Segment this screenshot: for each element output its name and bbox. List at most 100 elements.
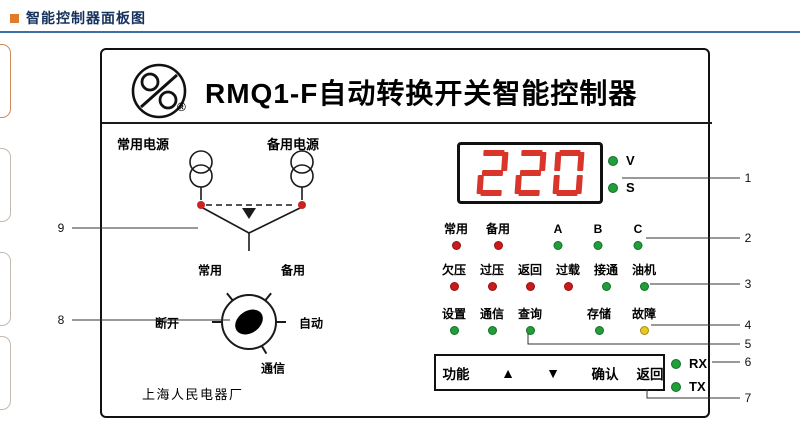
led-phase-b-label: B [593,222,603,236]
led-phase-a: A [553,222,563,250]
led-closed-dot [601,282,611,291]
led-fault: 故障 [632,307,656,335]
callout-8: 8 [57,313,65,327]
registered-mark: ® [177,100,186,114]
v-led-label: V [626,153,635,168]
led-normal-label: 常用 [443,222,469,236]
led-closed: 接通 [594,263,618,291]
callout-2: 2 [744,231,752,245]
v-led-dot [608,156,618,166]
callout-6: 6 [744,355,752,369]
led-overload-dot [563,282,573,291]
led-comm-dot [487,326,497,335]
seven-segment-display [457,142,603,204]
led-query-dot [525,326,535,335]
knob-label-normal: 常用 [197,263,223,278]
s-led-label: S [626,180,635,195]
left-edge-tab-1[interactable] [0,44,11,118]
tx-led-label: TX [689,379,706,394]
transformer-symbols [189,150,314,200]
confirm-button[interactable]: 确认 [591,366,619,382]
led-undervoltage-label: 欠压 [441,263,467,277]
rx-led-dot [671,359,681,369]
led-comm: 通信 [480,307,504,335]
factory-name: 上海人民电器厂 [142,387,244,402]
mode-knob[interactable] [212,292,286,355]
led-backup: 备用 [486,222,510,250]
contact-dot-right [298,201,306,209]
led-storage-dot [594,326,604,335]
led-undervoltage-dot [449,282,459,291]
knob-label-comm: 通信 [260,361,286,376]
contact-dot-left [197,201,205,209]
led-return-label: 返回 [517,263,543,277]
led-undervoltage: 欠压 [442,263,466,291]
led-overload-label: 过载 [555,263,581,277]
switch-arrow-icon [242,208,256,219]
left-edge-tab-2[interactable] [0,148,11,222]
led-comm-label: 通信 [479,307,505,321]
led-normal-dot [451,241,461,250]
document-header: 智能控制器面板图 [10,8,146,28]
led-storage: 存储 [587,307,611,335]
led-generator: 油机 [632,263,656,291]
return-button[interactable]: 返回 [636,366,664,382]
led-query: 查询 [518,307,542,335]
left-edge-tab-3[interactable] [0,252,11,326]
led-tx: TX [671,380,706,394]
led-query-label: 查询 [517,307,543,321]
led-setting: 设置 [442,307,466,335]
up-button[interactable]: ▲ [501,364,515,381]
led-setting-label: 设置 [441,307,467,321]
led-backup-dot [493,241,503,250]
led-phase-b-dot [593,241,603,250]
backup-source-label: 备用电源 [266,137,320,152]
callout-4: 4 [744,318,752,332]
led-backup-label: 备用 [485,222,511,236]
page-title: 智能控制器面板图 [26,10,146,26]
callout-1: 1 [744,171,752,185]
led-phase-a-dot [553,241,563,250]
display-digits [476,150,584,196]
led-fault-dot [639,326,649,335]
brand-logo: ® [130,62,192,124]
led-overvoltage: 过压 [480,263,504,291]
led-fault-label: 故障 [631,307,657,321]
led-overvoltage-label: 过压 [479,263,505,277]
knob-label-auto: 自动 [298,316,324,331]
led-phase-b: B [593,222,603,250]
tx-led-dot [671,382,681,392]
led-s: S [608,181,635,195]
knob-label-off: 断开 [154,316,180,331]
callout-7: 7 [744,391,752,405]
led-phase-c-label: C [633,222,643,236]
led-return: 返回 [518,263,542,291]
rx-led-label: RX [689,356,708,371]
led-phase-a-label: A [553,222,563,236]
led-setting-dot [449,326,459,335]
led-storage-label: 存储 [586,307,612,321]
led-generator-dot [639,282,649,291]
callout-9: 9 [57,221,65,235]
controller-panel: ® RMQ1-F自动转换开关智能控制器 常用电源 备用电源 常用 备用 断开 自… [100,48,712,418]
transfer-switch-symbol [202,204,301,251]
callout-3: 3 [744,277,752,291]
callout-5: 5 [744,337,752,351]
panel-title: RMQ1-F自动转换开关智能控制器 [205,78,638,109]
left-edge-tab-4[interactable] [0,336,11,410]
led-phase-c-dot [633,241,643,250]
s-led-dot [608,183,618,193]
func-button[interactable]: 功能 [442,366,470,382]
header-divider [0,31,800,33]
led-phase-c: C [633,222,643,250]
knob-label-backup: 备用 [280,263,306,278]
down-button[interactable]: ▼ [546,364,560,381]
led-v: V [608,154,635,168]
led-closed-label: 接通 [593,263,619,277]
led-return-dot [525,282,535,291]
led-overload: 过载 [556,263,580,291]
led-normal: 常用 [444,222,468,250]
led-overvoltage-dot [487,282,497,291]
led-rx: RX [671,357,707,371]
header-bullet-icon [10,13,19,23]
